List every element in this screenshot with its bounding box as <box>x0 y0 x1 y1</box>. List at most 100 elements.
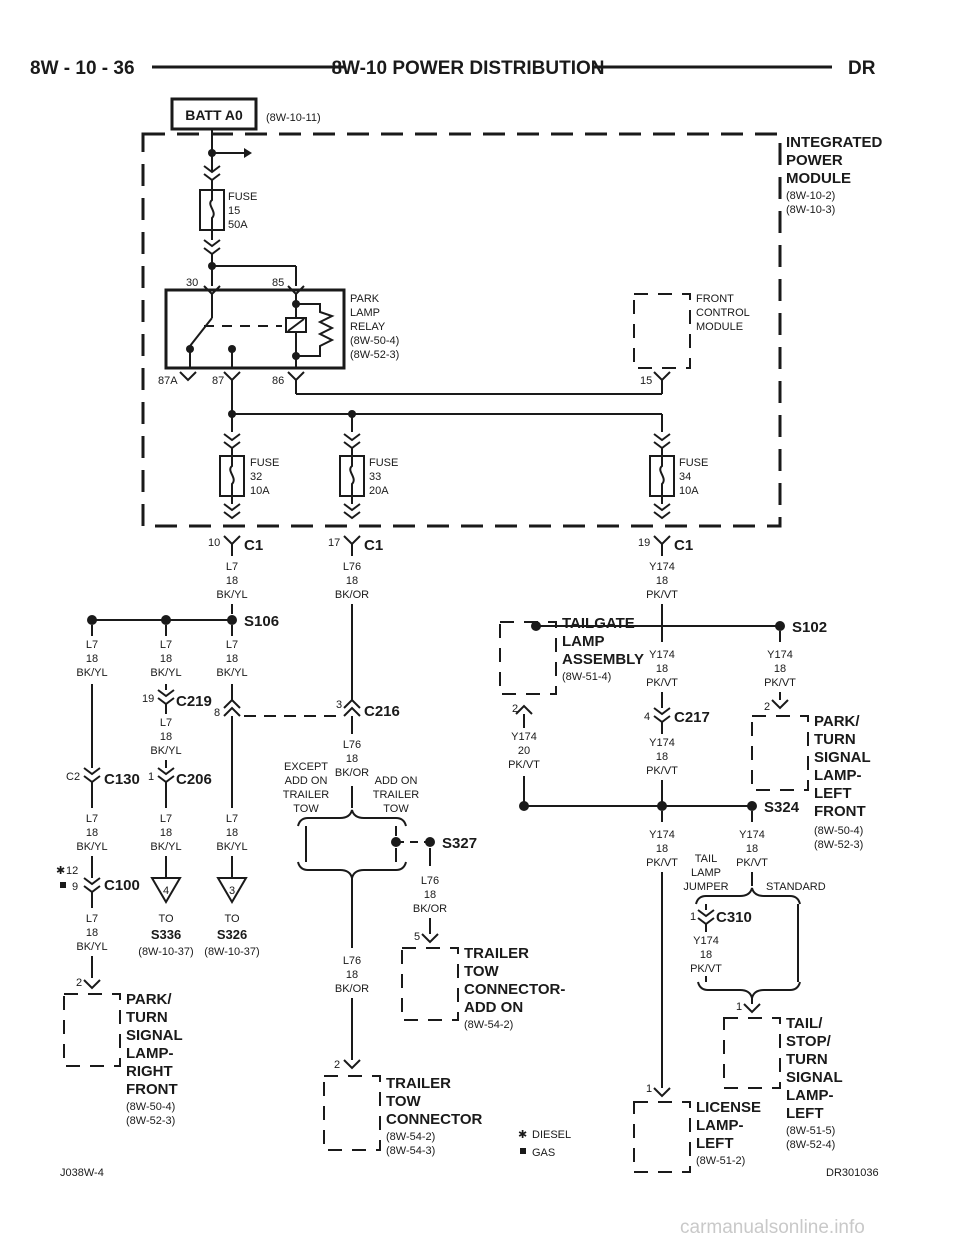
front-control-module <box>633 293 691 369</box>
svg-text:PK/VT: PK/VT <box>508 759 540 771</box>
svg-text:C310: C310 <box>716 909 752 926</box>
svg-text:C219: C219 <box>176 693 212 710</box>
svg-text:18: 18 <box>160 653 172 665</box>
fcm-pin: 15 <box>640 375 652 387</box>
svg-text:(8W-51-5): (8W-51-5) <box>786 1125 835 1137</box>
svg-text:BK/YL: BK/YL <box>150 667 181 679</box>
svg-text:20: 20 <box>518 745 530 757</box>
svg-text:10A: 10A <box>250 485 270 497</box>
wire-label-y174-e: Y174 18 PK/VT <box>646 829 678 869</box>
svg-text:CONNECTOR: CONNECTOR <box>386 1111 483 1128</box>
pt-right-label: PARK/ TURN SIGNAL LAMP- RIGHT FRONT (8W-… <box>126 991 183 1127</box>
wire-label-l7-e: L7 18 BK/YL <box>150 717 181 757</box>
svg-text:2: 2 <box>334 1059 340 1071</box>
fuse-33: FUSE 33 20A <box>339 433 398 520</box>
batt-box <box>170 97 258 131</box>
svg-text:SIGNAL: SIGNAL <box>786 1069 843 1086</box>
wire-label-y174-b: Y174 18 PK/VT <box>646 649 678 689</box>
tail-stop-turn-lamp-left <box>723 1017 781 1089</box>
license-label: LICENSE LAMP- LEFT (8W-51-2) <box>696 1099 761 1167</box>
relay-pin-87a: 87A <box>158 375 178 387</box>
c1-connector-pin17: 17 C1 <box>328 535 383 554</box>
svg-text:1: 1 <box>148 771 154 783</box>
svg-text:PK/VT: PK/VT <box>690 963 722 975</box>
wire-label-l76-c1: L76 18 BK/OR <box>335 561 369 601</box>
svg-text:18: 18 <box>86 653 98 665</box>
svg-text:TURN: TURN <box>786 1051 828 1068</box>
header-page-number: 8W - 10 - 36 <box>30 58 135 79</box>
svg-text:PK/VT: PK/VT <box>646 677 678 689</box>
c219-connector: 19 C219 <box>142 689 212 710</box>
svg-text:TOW: TOW <box>293 803 319 815</box>
fcm-label: FRONT CONTROL MODULE <box>696 293 750 333</box>
relay-pin-87: 87 <box>212 375 224 387</box>
svg-text:3: 3 <box>229 885 235 897</box>
s324-label: S324 <box>764 799 800 816</box>
wire-label-y174-c: Y174 18 PK/VT <box>646 737 678 777</box>
option-brace-top <box>297 809 407 827</box>
svg-text:18: 18 <box>346 969 358 981</box>
svg-text:2: 2 <box>764 701 770 713</box>
legend: ✱ DIESEL GAS <box>518 1129 571 1159</box>
svg-text:2: 2 <box>76 977 82 989</box>
svg-text:34: 34 <box>679 471 691 483</box>
svg-text:10: 10 <box>208 537 220 549</box>
svg-text:Y174: Y174 <box>511 731 537 743</box>
svg-text:L7: L7 <box>226 813 238 825</box>
svg-text:(8W-50-4): (8W-50-4) <box>350 335 399 347</box>
svg-text:(8W-51-2): (8W-51-2) <box>696 1155 745 1167</box>
svg-text:18: 18 <box>656 575 668 587</box>
svg-text:32: 32 <box>250 471 262 483</box>
c216-label: C216 <box>364 703 400 720</box>
wire-label-l7-d: L7 18 BK/YL <box>150 639 181 679</box>
relay-label: PARK LAMP RELAY (8W-50-4) (8W-52-3) <box>350 293 399 361</box>
svg-text:FUSE: FUSE <box>250 457 279 469</box>
svg-text:LAMP-: LAMP- <box>814 767 862 784</box>
svg-text:BK/OR: BK/OR <box>335 589 369 601</box>
svg-text:20A: 20A <box>369 485 389 497</box>
svg-text:L76: L76 <box>343 561 361 573</box>
wire-label-l76-bottom: L76 18 BK/OR <box>335 955 369 995</box>
relay-pin-30: 30 <box>186 277 198 289</box>
svg-text:Y174: Y174 <box>649 649 675 661</box>
option-brace-jumper-bottom <box>697 981 801 999</box>
relay-pin-85: 85 <box>272 277 284 289</box>
svg-text:18: 18 <box>346 753 358 765</box>
c310-connector: 1 C310 <box>690 909 752 926</box>
tail-stop-label: TAIL/ STOP/ TURN SIGNAL LAMP- LEFT (8W-5… <box>786 1015 843 1151</box>
svg-text:L76: L76 <box>421 875 439 887</box>
svg-text:9: 9 <box>72 881 78 893</box>
wire-label-l7-f: L7 18 BK/YL <box>150 813 181 853</box>
svg-text:PK/VT: PK/VT <box>646 765 678 777</box>
legend-gas-icon <box>520 1148 526 1154</box>
svg-text:BK/YL: BK/YL <box>76 941 107 953</box>
svg-text:PARK: PARK <box>350 293 380 305</box>
svg-text:TOW: TOW <box>383 803 409 815</box>
svg-text:10A: 10A <box>679 485 699 497</box>
svg-text:18: 18 <box>226 653 238 665</box>
park-lamp-relay <box>164 288 346 370</box>
svg-text:FRONT: FRONT <box>696 293 734 305</box>
svg-text:(8W-52-4): (8W-52-4) <box>786 1139 835 1151</box>
batt-ref: (8W-10-11) <box>266 112 321 124</box>
svg-text:BK/YL: BK/YL <box>216 589 247 601</box>
svg-text:(8W-52-3): (8W-52-3) <box>814 839 863 851</box>
svg-text:50A: 50A <box>228 219 248 231</box>
svg-text:18: 18 <box>774 663 786 675</box>
svg-text:LAMP-: LAMP- <box>696 1117 744 1134</box>
svg-text:L7: L7 <box>226 639 238 651</box>
svg-text:1: 1 <box>646 1083 652 1095</box>
svg-text:LAMP: LAMP <box>562 633 605 650</box>
svg-text:BK/YL: BK/YL <box>216 667 247 679</box>
wire-label-l76-s327: L76 18 BK/OR <box>413 875 447 915</box>
fuse-34: FUSE 34 10A <box>649 433 708 520</box>
svg-text:ADD ON: ADD ON <box>375 775 418 787</box>
legend-diesel-icon: ✱ <box>518 1129 527 1141</box>
s324-splice <box>747 801 757 811</box>
svg-text:SIGNAL: SIGNAL <box>126 1027 183 1044</box>
svg-text:(8W-52-3): (8W-52-3) <box>126 1115 175 1127</box>
svg-text:C1: C1 <box>364 537 383 554</box>
svg-text:18: 18 <box>424 889 436 901</box>
header-title: 8W-10 POWER DISTRIBUTION <box>331 58 604 79</box>
svg-text:Y174: Y174 <box>693 935 719 947</box>
